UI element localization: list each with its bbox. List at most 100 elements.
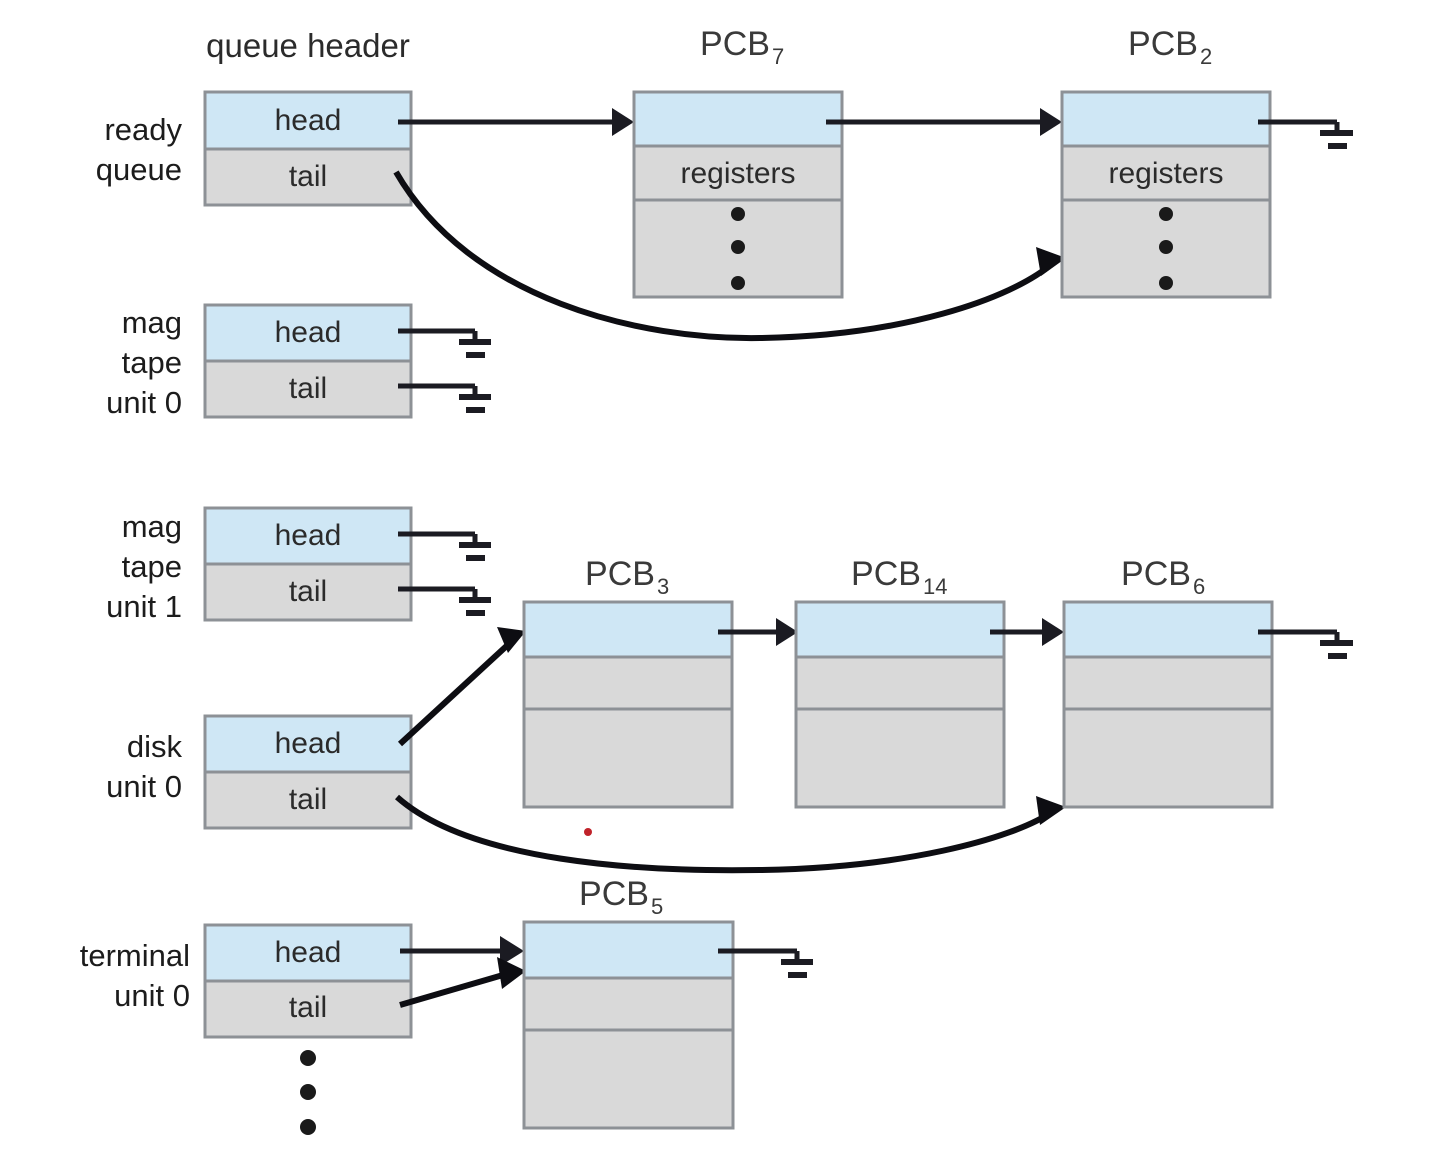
queue-header-disk-unit-0[interactable]: head tail disk unit 0 <box>106 714 413 830</box>
link-ready-head-to-pcb7 <box>398 108 634 136</box>
mag-tape-unit-1-head-label: head <box>275 519 342 552</box>
pcb7-subscript: 7 <box>772 44 784 69</box>
link-ready-tail-to-pcb2 <box>393 170 1066 342</box>
ready-queue-name-line-1: ready <box>104 112 182 147</box>
disk-unit-0-head-cell[interactable] <box>203 714 413 774</box>
red-speck-artifact <box>584 828 592 836</box>
ready-queue-tail-label: tail <box>289 160 327 193</box>
pcb7-registers-label: registers <box>680 157 795 190</box>
arrowhead-icon <box>1040 108 1062 136</box>
pcb-pcb5[interactable]: PCB 5 <box>522 875 735 1130</box>
ellipsis-dot-icon <box>731 276 745 290</box>
arrowhead-icon <box>1042 618 1064 646</box>
pcb6-pointer-cell[interactable] <box>1062 600 1274 659</box>
null-pointer-pcb6 <box>1258 629 1353 659</box>
ready-queue-head-label: head <box>275 104 342 137</box>
ellipsis-dot-icon <box>1159 276 1173 290</box>
ellipsis-dot-icon <box>731 240 745 254</box>
queue-header-terminal-unit-0[interactable]: head tail terminal unit 0 <box>80 923 413 1039</box>
pcb3-subscript: 3 <box>657 574 669 599</box>
pcb7-pointer-cell[interactable] <box>632 90 844 148</box>
arrowhead-icon <box>1036 247 1066 276</box>
ready-queue-tail-cell[interactable] <box>203 147 413 207</box>
link-pcb14-to-pcb6 <box>990 618 1064 646</box>
link-disk-head-to-pcb3 <box>397 627 526 747</box>
pcb14-title: PCB <box>851 555 921 593</box>
terminal-unit-0-tail-cell[interactable] <box>203 979 413 1039</box>
disk-unit-0-name-line-2: unit 0 <box>106 769 182 804</box>
pcb5-title: PCB <box>579 875 649 913</box>
ready-queue-head-cell[interactable] <box>203 90 413 151</box>
pcb3-registers-cell[interactable] <box>522 655 734 711</box>
pcb3-title: PCB <box>585 555 655 593</box>
pcb14-extra-cell[interactable] <box>794 707 1006 809</box>
terminal-unit-0-name-line-1: terminal <box>80 938 190 973</box>
terminal-unit-0-head-cell[interactable] <box>203 923 413 983</box>
pcb-pcb6[interactable]: PCB 6 <box>1062 555 1274 809</box>
null-pointer-pcb2 <box>1258 119 1353 149</box>
link-terminal-tail-to-pcb5 <box>399 957 526 1008</box>
pcb5-pointer-cell[interactable] <box>522 920 735 980</box>
pcb3-pointer-cell[interactable] <box>522 600 734 659</box>
mag-tape-unit-1-head-cell[interactable] <box>203 506 413 566</box>
arrowhead-icon <box>1036 796 1066 825</box>
pcb-pcb14[interactable]: PCB 14 <box>794 555 1006 809</box>
arrowhead-icon <box>612 108 634 136</box>
mag-tape-unit-1-name-line-2: tape <box>122 549 182 584</box>
ellipsis-dot-icon <box>1159 240 1173 254</box>
mag-tape-unit-1-name-line-1: mag <box>122 509 182 544</box>
pcb7-registers-cell[interactable] <box>632 144 844 202</box>
pcb5-registers-cell[interactable] <box>522 976 735 1032</box>
pcb6-registers-cell[interactable] <box>1062 655 1274 711</box>
mag-tape-unit-0-tail-label: tail <box>289 372 327 405</box>
pcb2-registers-cell[interactable] <box>1060 144 1272 202</box>
terminal-unit-0-name-line-2: unit 0 <box>114 978 190 1013</box>
disk-unit-0-tail-cell[interactable] <box>203 770 413 830</box>
pcb6-extra-cell[interactable] <box>1062 707 1274 809</box>
null-pointer-mag-tape-unit-0-head <box>398 328 491 358</box>
queue-list-ellipsis <box>300 1050 316 1135</box>
null-pointer-mag-tape-unit-1-tail <box>398 586 491 616</box>
mag-tape-unit-1-name-line-3: unit 1 <box>106 589 182 624</box>
pcb14-pointer-cell[interactable] <box>794 600 1006 659</box>
mag-tape-unit-1-tail-label: tail <box>289 575 327 608</box>
ellipsis-dot-icon <box>300 1084 316 1100</box>
arrowhead-icon <box>500 936 524 966</box>
null-pointer-mag-tape-unit-0-tail <box>398 383 491 413</box>
terminal-unit-0-tail-label: tail <box>289 991 327 1024</box>
mag-tape-unit-0-tail-cell[interactable] <box>203 359 413 419</box>
pcb-pcb7[interactable]: PCB 7 registers <box>632 25 844 299</box>
queue-header-mag-tape-unit-1[interactable]: head tail mag tape unit 1 <box>106 506 413 624</box>
disk-unit-0-tail-label: tail <box>289 783 327 816</box>
link-pcb7-to-pcb2 <box>826 108 1062 136</box>
pcb2-registers-label: registers <box>1108 157 1223 190</box>
null-pointer-pcb5 <box>718 948 813 978</box>
mag-tape-unit-0-head-label: head <box>275 316 342 349</box>
pcb2-pointer-cell[interactable] <box>1060 90 1272 148</box>
null-pointer-mag-tape-unit-1-head <box>398 531 491 561</box>
link-pcb3-to-pcb14 <box>718 618 798 646</box>
queue-header-title: queue header <box>206 27 410 64</box>
mag-tape-unit-1-tail-cell[interactable] <box>203 562 413 622</box>
queue-header-mag-tape-unit-0[interactable]: head tail mag tape unit 0 <box>106 303 413 420</box>
terminal-unit-0-head-label: head <box>275 936 342 969</box>
pcb5-extra-cell[interactable] <box>522 1028 735 1130</box>
ellipsis-dot-icon <box>1159 207 1173 221</box>
pcb6-title: PCB <box>1121 555 1191 593</box>
ellipsis-dot-icon <box>731 207 745 221</box>
disk-unit-0-name-line-1: disk <box>127 729 183 764</box>
ready-queue-name-line-2: queue <box>96 152 182 187</box>
arrowhead-icon <box>497 627 526 653</box>
queue-header-ready-queue[interactable]: head tail ready queue <box>96 90 413 207</box>
pcb-pcb2[interactable]: PCB 2 registers <box>1060 25 1272 299</box>
pcb6-subscript: 6 <box>1193 574 1205 599</box>
pcb5-subscript: 5 <box>651 894 663 919</box>
arrowhead-icon <box>776 618 798 646</box>
pcb3-extra-cell[interactable] <box>522 707 734 809</box>
pcb-pcb3[interactable]: PCB 3 <box>522 555 734 809</box>
mag-tape-unit-0-head-cell[interactable] <box>203 303 413 363</box>
pcb14-registers-cell[interactable] <box>794 655 1006 711</box>
disk-unit-0-head-label: head <box>275 727 342 760</box>
